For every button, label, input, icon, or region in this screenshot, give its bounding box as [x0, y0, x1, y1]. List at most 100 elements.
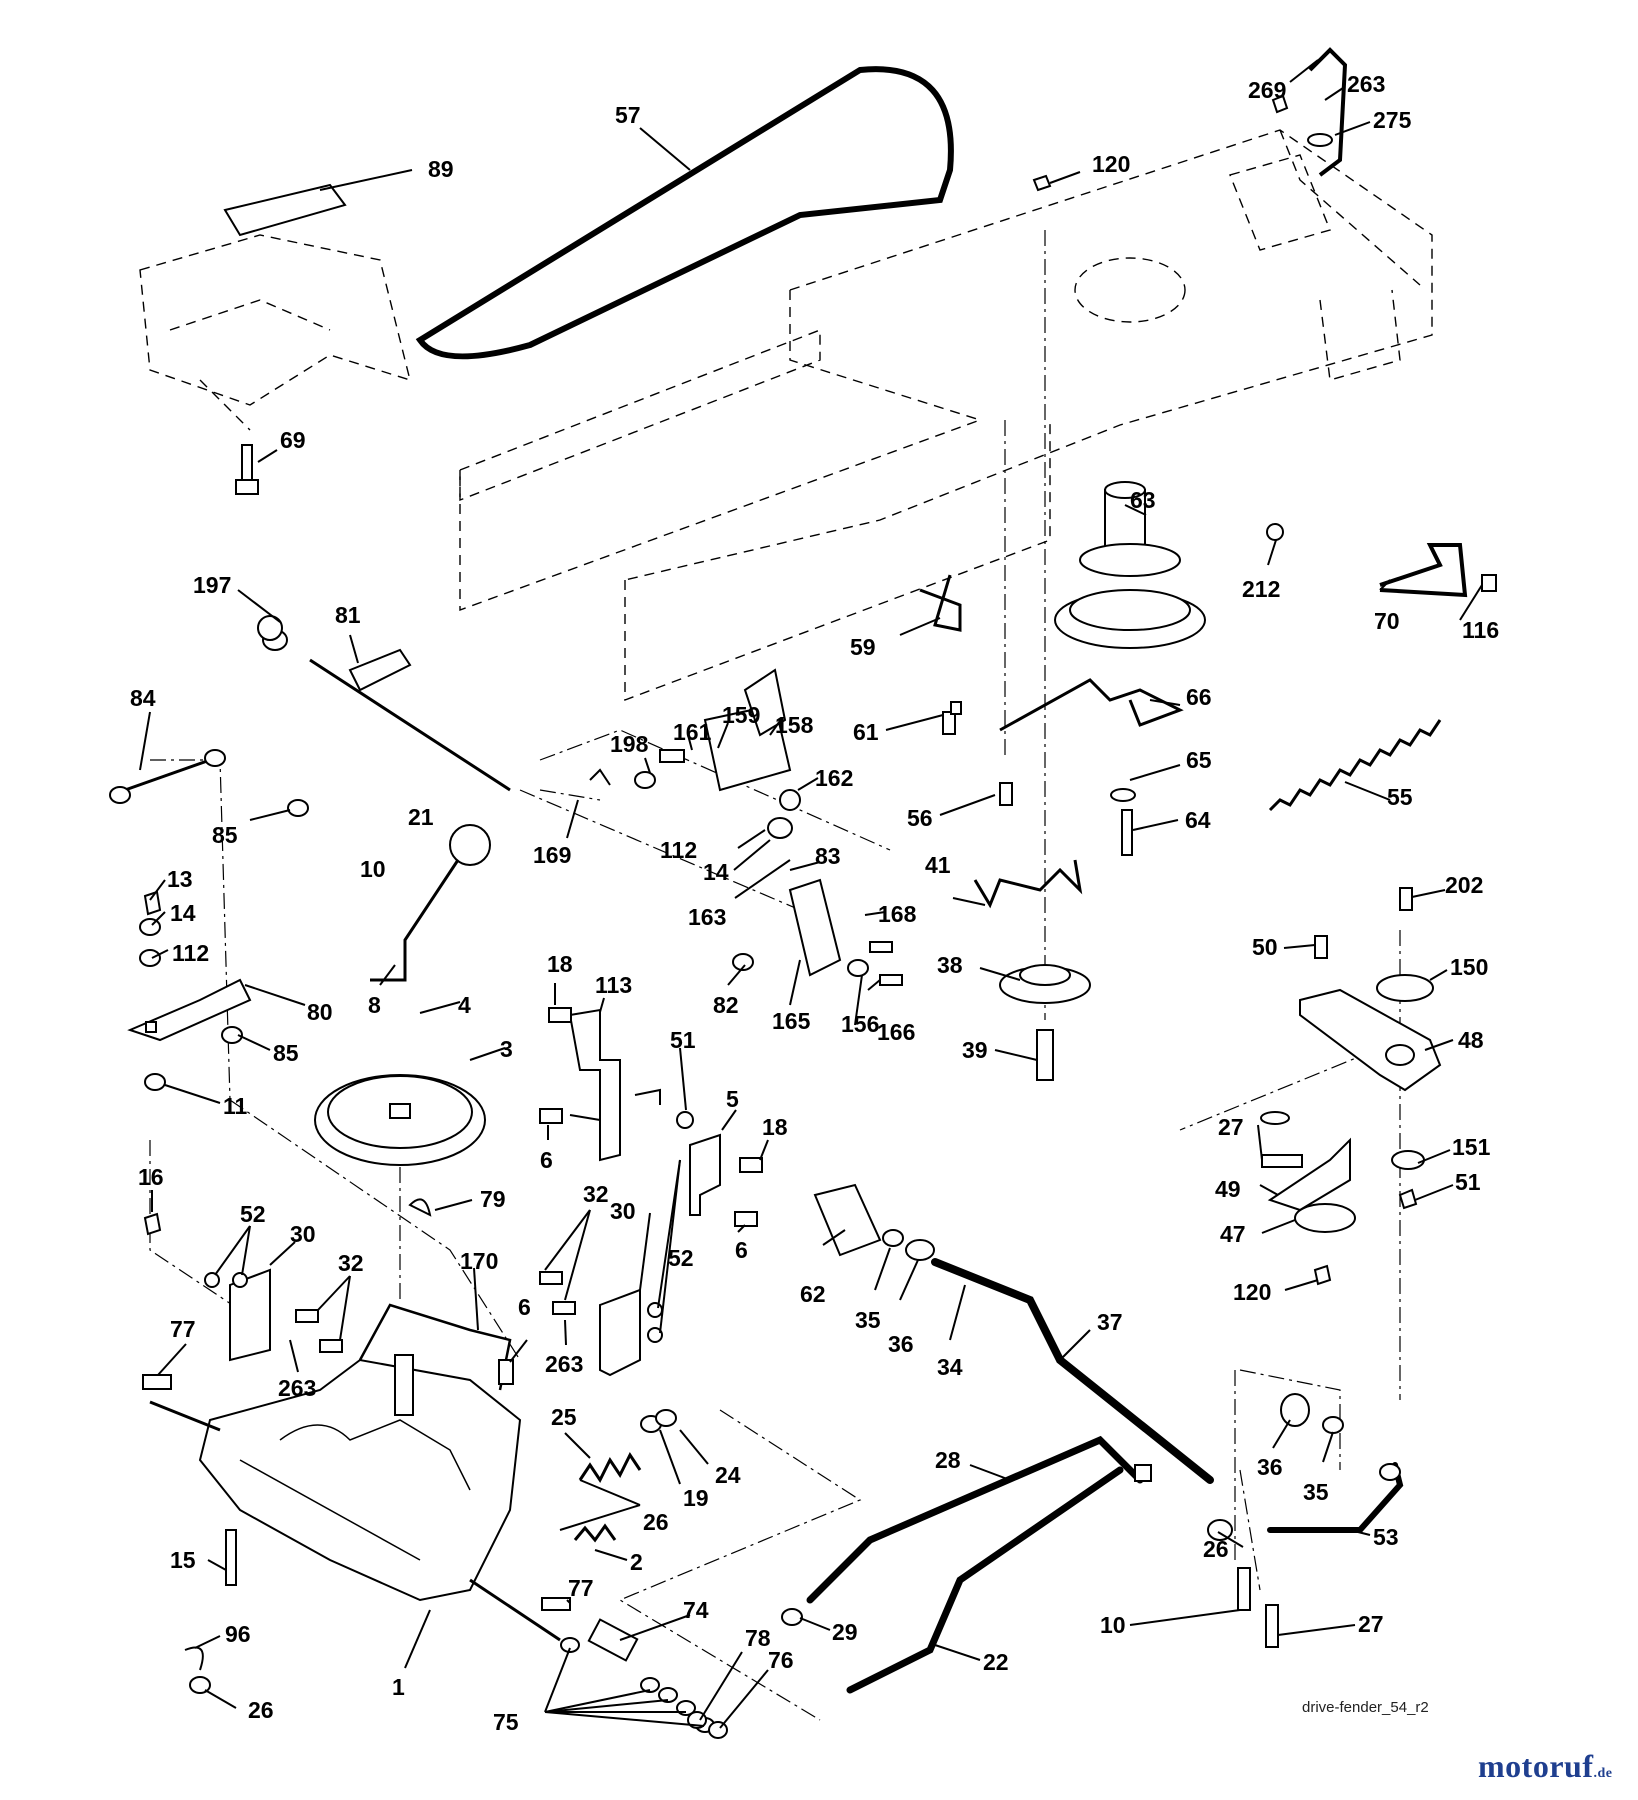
callout-label: 39 [962, 1037, 988, 1063]
callout-label: 35 [1303, 1479, 1329, 1505]
callout-label: 198 [610, 731, 649, 757]
shift-rod [309, 658, 511, 792]
parts [109, 47, 1468, 1733]
callout-label: 151 [1452, 1134, 1491, 1160]
callout-label: 5 [726, 1086, 739, 1112]
callout-label: 11 [223, 1093, 248, 1119]
brand-logo: motoruf.de [1478, 1748, 1612, 1785]
callout-label: 269 [1248, 77, 1286, 103]
callout-label: 24 [715, 1462, 741, 1488]
callout-label: 14 [170, 900, 196, 926]
callout-label: 212 [1242, 576, 1280, 602]
callout-label: 69 [280, 427, 306, 453]
callout-label: 202 [1445, 872, 1483, 898]
callout-label: 57 [615, 102, 641, 128]
callout-label: 70 [1374, 608, 1400, 634]
callout-label: 26 [1203, 1536, 1229, 1562]
shift-knob [449, 824, 491, 866]
callout-label: 120 [1233, 1279, 1271, 1305]
callout-label: 85 [212, 822, 238, 848]
drive-belt [415, 66, 954, 360]
callout-label: 25 [551, 1404, 577, 1430]
callout-label: 34 [937, 1354, 963, 1380]
lever-plate [127, 978, 252, 1042]
callout-label: 263 [545, 1351, 583, 1377]
callout-label: 29 [832, 1619, 858, 1645]
tension-spring [1268, 719, 1442, 812]
callout-label: 85 [273, 1040, 299, 1066]
pivot-plate [1299, 988, 1442, 1092]
control-rod [846, 1466, 1124, 1694]
callout-label: 26 [643, 1509, 669, 1535]
callout-label: 19 [683, 1485, 709, 1511]
callout-label: 47 [1220, 1221, 1246, 1247]
callout-labels: 89 57 269 263 275 120 69 197 81 84 85 19… [130, 71, 1499, 1735]
callout-label: 62 [800, 1281, 826, 1307]
callout-label: 36 [888, 1331, 914, 1357]
cover-plate [223, 183, 347, 237]
callout-label: 165 [772, 1008, 811, 1034]
callout-label: 74 [683, 1597, 709, 1623]
callout-label: 2 [630, 1549, 643, 1575]
callout-label: 120 [1092, 151, 1130, 177]
callout-label: 113 [595, 972, 632, 998]
link-rod [806, 1435, 1144, 1604]
callout-label: 36 [1257, 1454, 1283, 1480]
callout-label: 14 [703, 859, 729, 885]
callout-label: 6 [518, 1294, 531, 1320]
callout-label: 66 [1186, 684, 1212, 710]
callout-label: 96 [225, 1621, 251, 1647]
hardware [139, 94, 1497, 1739]
callout-label: 38 [937, 952, 963, 978]
callout-label: 56 [907, 805, 933, 831]
callout-label: 59 [850, 634, 876, 660]
callout-label: 150 [1450, 954, 1488, 980]
callout-label: 170 [460, 1248, 498, 1274]
callout-label: 82 [713, 992, 739, 1018]
callout-label: 49 [1215, 1176, 1241, 1202]
callout-label: 27 [1358, 1611, 1384, 1637]
callout-label: 263 [278, 1375, 316, 1401]
callout-label: 77 [568, 1575, 594, 1601]
callout-label: 162 [815, 765, 853, 791]
transaxle-pulley [314, 1074, 486, 1166]
callout-label: 8 [368, 992, 381, 1018]
callout-label: 51 [1455, 1169, 1481, 1195]
drawing-reference: drive-fender_54_r2 [1302, 1699, 1429, 1716]
callout-label: 64 [1185, 807, 1211, 833]
callout-label: 163 [688, 904, 726, 930]
callout-label: 27 [1218, 1114, 1244, 1140]
callout-label: 112 [172, 940, 209, 966]
callout-label: 61 [853, 719, 879, 745]
callout-label: 21 [408, 804, 434, 830]
callout-label: 166 [877, 1019, 915, 1045]
callout-label: 159 [722, 702, 760, 728]
callout-label: 55 [1387, 784, 1413, 810]
callout-label: 63 [1130, 487, 1156, 513]
engine-pulley-stack [1054, 481, 1206, 649]
callout-label: 81 [335, 602, 361, 628]
callout-label: 169 [533, 842, 571, 868]
callout-label: 1 [392, 1674, 405, 1700]
callout-label: 52 [240, 1201, 266, 1227]
bracket [689, 1133, 721, 1216]
phantom-frame [139, 129, 1433, 702]
callout-label: 84 [130, 685, 156, 711]
callout-label: 116 [1462, 617, 1499, 643]
callout-label: 65 [1186, 747, 1212, 773]
callout-label: 53 [1373, 1524, 1399, 1550]
callout-label: 16 [138, 1164, 164, 1190]
callout-label: 75 [493, 1709, 519, 1735]
callout-label: 80 [307, 999, 333, 1025]
callout-label: 76 [768, 1647, 794, 1673]
callout-label: 32 [583, 1181, 609, 1207]
leader-lines [139, 59, 1483, 1729]
callout-label: 51 [670, 1027, 696, 1053]
callout-label: 30 [290, 1221, 316, 1247]
callout-label: 83 [815, 843, 841, 869]
callout-label: 77 [170, 1316, 196, 1342]
brand-name: motoruf [1478, 1748, 1594, 1784]
bracket [568, 1008, 621, 1162]
